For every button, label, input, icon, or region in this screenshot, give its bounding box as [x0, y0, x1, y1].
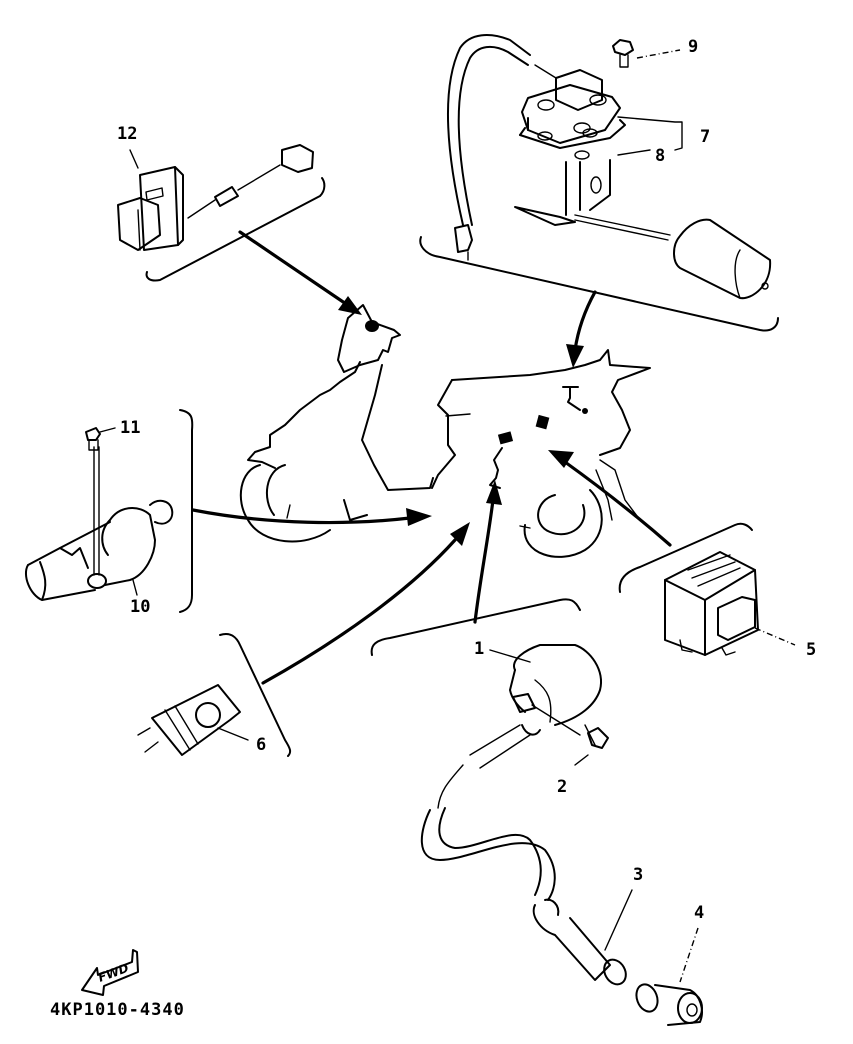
drawing-code: 4KP1010-4340: [50, 1000, 185, 1020]
arrowhead-12: [338, 296, 362, 315]
callout-6: 6: [217, 727, 266, 755]
svg-text:12: 12: [117, 124, 137, 144]
svg-text:9: 9: [688, 37, 698, 57]
part-3-plug-cap: [532, 898, 627, 986]
svg-text:10: 10: [130, 597, 150, 617]
bracket-10: [179, 409, 194, 613]
leader-arrow-5: [563, 460, 672, 547]
bracket-6: [219, 633, 292, 757]
callout-11: 11: [85, 418, 140, 451]
callout-5: 5: [754, 627, 816, 660]
arrowhead-6: [450, 522, 470, 546]
part-4-spark-plug: [635, 983, 703, 1026]
leader-arrow-1: [473, 498, 495, 624]
callout-12: 12: [117, 124, 139, 169]
arrowhead-10: [406, 508, 432, 526]
arrowhead-7: [566, 344, 584, 368]
leader-arrow-10: [191, 508, 412, 525]
callout-1: 1: [474, 639, 531, 663]
callout-8: 8: [617, 146, 665, 166]
svg-text:1: 1: [474, 639, 484, 659]
svg-text:4: 4: [694, 903, 704, 923]
scooter-outline: [239, 304, 651, 558]
leader-arrow-7: [573, 290, 597, 352]
arrowhead-1: [486, 480, 502, 505]
location-markers: [365, 320, 588, 445]
part-5-flasher-relay: [664, 551, 759, 656]
tray-bracket-5: [618, 522, 753, 593]
svg-text:6: 6: [256, 735, 266, 755]
arrowhead-5: [548, 450, 574, 468]
svg-text:8: 8: [655, 146, 665, 166]
callout-9: 9: [612, 37, 698, 68]
part-7-fuel-sender: [447, 34, 772, 300]
callout-4: 4: [679, 903, 704, 983]
svg-text:3: 3: [633, 865, 643, 885]
callout-2: 2: [531, 704, 609, 797]
tray-bracket-12: [145, 177, 326, 282]
leader-arrow-12: [238, 230, 357, 312]
part-6-rectifier: [137, 684, 241, 756]
tray-bracket-7: [419, 236, 779, 332]
svg-text:11: 11: [120, 418, 140, 438]
callout-7: 7: [617, 116, 710, 151]
svg-text:5: 5: [806, 640, 816, 660]
part-12-horn-relay: [117, 144, 314, 251]
part-1-ignition-coil: [420, 644, 602, 901]
part-10-thermo-switch: [24, 446, 174, 601]
callout-3: 3: [604, 865, 643, 951]
callout-10: 10: [130, 597, 150, 617]
leader-arrow-6: [261, 538, 457, 685]
forward-direction-badge: FWD: [81, 949, 139, 996]
svg-text:7: 7: [700, 127, 710, 147]
svg-text:2: 2: [557, 777, 567, 797]
